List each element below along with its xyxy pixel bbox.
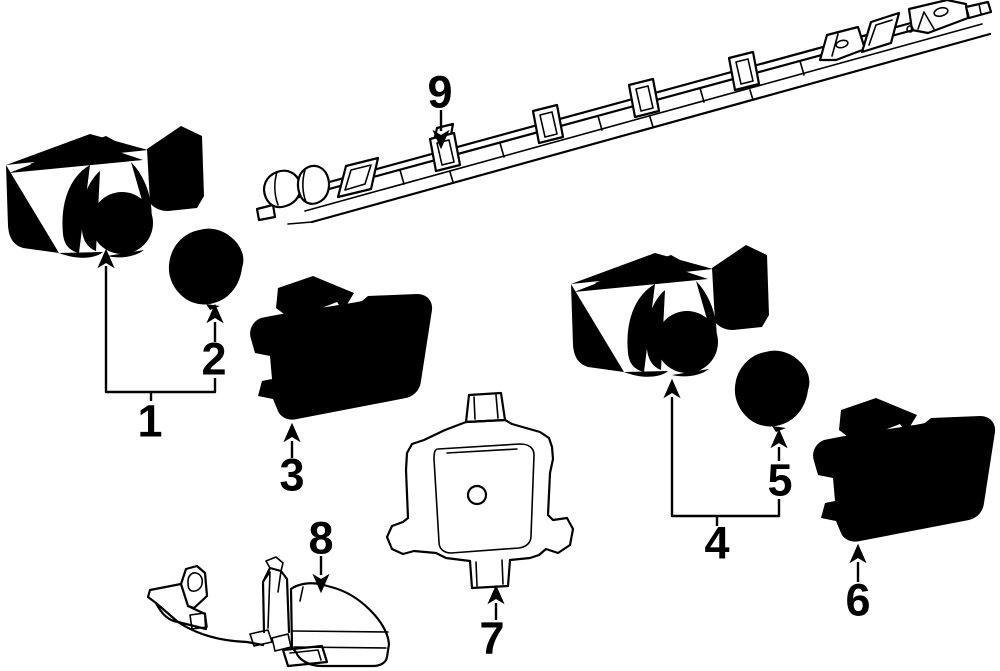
- bracket-3-shape[interactable]: [250, 276, 433, 420]
- bracket-7-drawing[interactable]: [385, 391, 575, 590]
- callout-leader-lines: [98, 110, 866, 620]
- leader-line-1-2: [104, 266, 217, 401]
- callout-8[interactable]: 8: [308, 512, 334, 564]
- harness-rail-drawing[interactable]: [255, 0, 993, 225]
- retainer-ring-5-shape[interactable]: [734, 350, 810, 432]
- callout-7[interactable]: 7: [479, 612, 505, 664]
- arrowhead-7: [488, 585, 504, 604]
- bracket-6-shape[interactable]: [813, 398, 996, 542]
- callout-4[interactable]: 4: [704, 517, 730, 569]
- retainer-ring-2-drawing[interactable]: [168, 228, 244, 310]
- arrowhead-4: [664, 379, 680, 398]
- callout-3[interactable]: 3: [279, 449, 305, 501]
- retainer-ring-2-shape[interactable]: [168, 228, 244, 310]
- callout-5[interactable]: 5: [767, 454, 793, 506]
- leader-line-4-5: [670, 397, 781, 526]
- sensor-1-shape[interactable]: [6, 126, 204, 258]
- bracket-6-drawing[interactable]: [813, 398, 996, 542]
- callout-9[interactable]: 9: [427, 66, 453, 118]
- arrowhead-6: [850, 544, 866, 563]
- callout-1[interactable]: 1: [137, 395, 163, 447]
- retainer-ring-5-drawing[interactable]: [734, 350, 810, 432]
- callout-6[interactable]: 6: [845, 574, 871, 626]
- arrowhead-5: [771, 429, 787, 448]
- arrowhead-3: [284, 423, 300, 442]
- sensor-1-drawing[interactable]: [6, 126, 204, 258]
- bracket-3-drawing[interactable]: [250, 276, 433, 420]
- sensor-4-shape[interactable]: [571, 245, 769, 377]
- callout-2[interactable]: 2: [201, 333, 227, 385]
- bracket-8-drawing[interactable]: [146, 556, 391, 668]
- sensor-4-drawing[interactable]: [571, 245, 769, 377]
